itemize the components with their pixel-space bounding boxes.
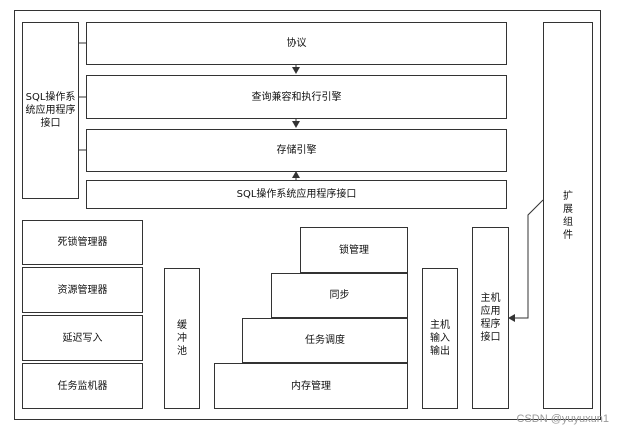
memory-manager-box: 内存管理 bbox=[214, 363, 408, 409]
resource-manager-box: 资源管理器 bbox=[22, 267, 143, 313]
storage-engine-label: 存储引擎 bbox=[276, 145, 317, 156]
deadlock-manager-box: 死锁管理器 bbox=[22, 220, 143, 265]
task-monitor-box: 任务监机器 bbox=[22, 363, 143, 409]
deadlock-manager-label: 死锁管理器 bbox=[57, 237, 108, 248]
lazy-write-label: 延迟写入 bbox=[62, 332, 103, 344]
diagram-frame bbox=[14, 10, 601, 420]
extension-label: 扩展组件 bbox=[563, 190, 573, 241]
sql-interface-side-box: SQL操作系统应用程序接口 bbox=[22, 22, 79, 199]
task-monitor-label: 任务监机器 bbox=[57, 380, 108, 392]
host-io-box: 主机输入输出 bbox=[422, 268, 458, 409]
lock-manager-box: 锁管理 bbox=[300, 227, 408, 273]
resource-manager-label: 资源管理器 bbox=[57, 284, 108, 296]
sync-box: 同步 bbox=[271, 273, 408, 318]
buffer-pool-box: 缓冲池 bbox=[164, 268, 200, 409]
sql-interface-bottom-label: SQL操作系统应用程序接口 bbox=[236, 189, 357, 200]
watermark: CSDN @yuyuxun1 bbox=[516, 413, 609, 425]
task-scheduling-box: 任务调度 bbox=[242, 318, 408, 363]
buffer-pool-label: 缓冲池 bbox=[177, 320, 187, 357]
storage-engine-layer: 存储引擎 bbox=[86, 129, 507, 172]
lazy-write-box: 延迟写入 bbox=[22, 315, 143, 361]
query-engine-label: 查询兼容和执行引擎 bbox=[251, 91, 342, 103]
host-api-label: 主机应用程序接口 bbox=[480, 293, 501, 343]
sync-label: 同步 bbox=[329, 290, 350, 301]
sql-interface-bottom-layer: SQL操作系统应用程序接口 bbox=[86, 180, 507, 209]
host-api-box: 主机应用程序接口 bbox=[472, 227, 509, 409]
task-scheduling-label: 任务调度 bbox=[305, 335, 345, 346]
host-io-label: 主机输入输出 bbox=[430, 320, 450, 357]
extension-box: 扩展组件 bbox=[543, 22, 593, 409]
lock-manager-label: 锁管理 bbox=[339, 244, 369, 256]
protocol-label: 协议 bbox=[286, 38, 307, 49]
protocol-layer: 协议 bbox=[86, 22, 507, 65]
memory-manager-label: 内存管理 bbox=[291, 380, 331, 392]
query-engine-layer: 查询兼容和执行引擎 bbox=[86, 75, 507, 119]
arrow-extension-to-host-api bbox=[508, 199, 544, 322]
sql-interface-side-label: SQL操作系统应用程序接口 bbox=[25, 92, 76, 129]
